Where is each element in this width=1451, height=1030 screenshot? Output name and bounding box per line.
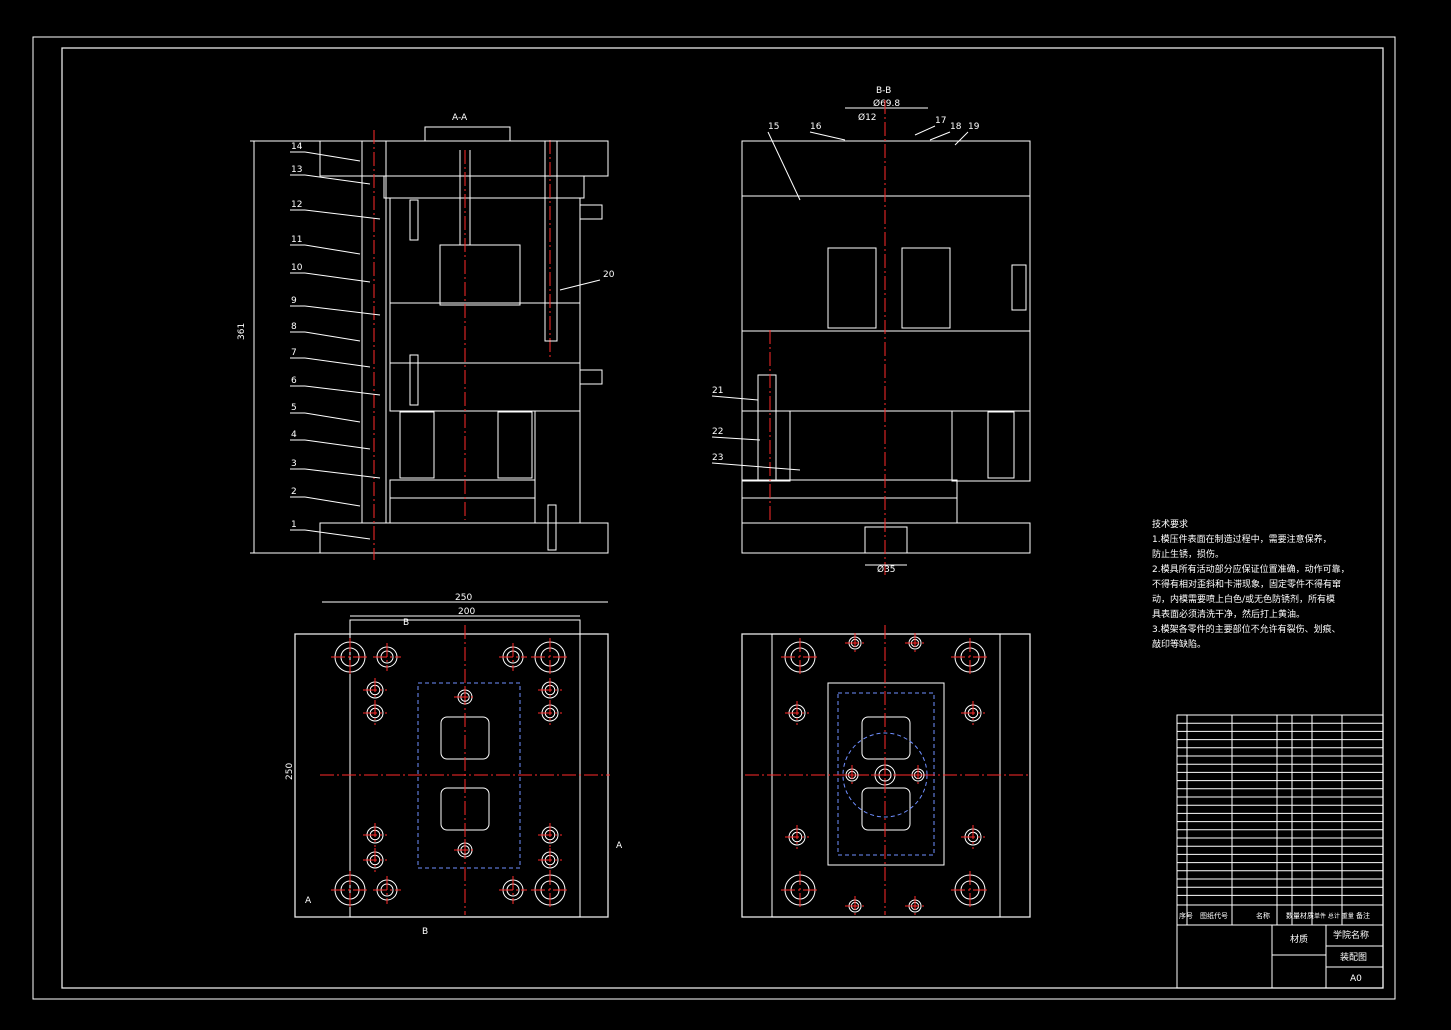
part-label: 22	[712, 427, 723, 437]
cut-label-a-right: A	[616, 841, 623, 851]
part-label: 5	[291, 403, 297, 413]
plan-view-right	[741, 625, 1031, 918]
part-label: 12	[291, 200, 302, 210]
part-label: 2	[291, 487, 297, 497]
part-label: 10	[291, 263, 303, 273]
tb-col-mat: 材质	[1300, 911, 1314, 920]
part-label: 13	[291, 165, 302, 175]
part-label: 1	[291, 520, 297, 530]
dia-top-dimension: Ø69.8	[873, 98, 900, 109]
tb-school-label: 学院名称	[1333, 929, 1369, 941]
section-bb-view: B-B Ø69.8 Ø12 Ø35 15 16 17 18 19 21 22 23	[711, 86, 1031, 575]
plan-view-left: 250 200 250 A A B B	[285, 593, 623, 937]
part-label: 11	[291, 235, 302, 245]
tech-line: 1.模压件表面在制造过程中，需要注意保养，	[1152, 535, 1332, 545]
outer-border	[32, 36, 1396, 1000]
tech-heading: 技术要求	[1152, 520, 1189, 530]
tech-line: 3.模架各零件的主要部位不允许有裂伤、划痕、	[1152, 625, 1341, 635]
tb-col-name: 名称	[1256, 911, 1270, 920]
part-label: 14	[291, 142, 303, 152]
tech-line: 防止生锈，损伤。	[1152, 550, 1225, 560]
section-bb-title: B-B	[876, 86, 891, 96]
width-dimension-200: 200	[458, 607, 475, 617]
part-label: 6	[291, 376, 297, 386]
part-label: 9	[291, 296, 297, 306]
tb-col-code: 图纸代号	[1200, 911, 1228, 920]
inner-border	[61, 47, 1384, 989]
part-label: 3	[291, 459, 297, 469]
tb-sheet-size: A0	[1350, 974, 1362, 984]
part-label: 8	[291, 322, 297, 332]
tb-col-weight: 单件 总计 重量	[1314, 912, 1354, 920]
part-label: 18	[950, 122, 962, 132]
part-label: 17	[935, 116, 946, 126]
tb-drawing-name: 装配图	[1340, 951, 1367, 963]
dia-bottom-dimension: Ø35	[877, 564, 896, 575]
tech-line: 具表面必须清洗干净，然后打上黄油。	[1152, 610, 1306, 620]
tb-col-no: 序号	[1179, 911, 1193, 920]
section-aa-title: A-A	[452, 113, 468, 123]
part-label: 23	[712, 453, 723, 463]
technical-requirements: 技术要求 1.模压件表面在制造过程中，需要注意保养， 防止生锈，损伤。 2.模具…	[1152, 518, 1362, 653]
title-block: 材质 学院名称 装配图 A0 序号 图纸代号 名称 数量 材质 单件 总计 重量…	[1176, 714, 1384, 989]
cut-label-b-top: B	[403, 618, 409, 628]
part-label: 15	[768, 122, 779, 132]
tech-line: 不得有相对歪斜和卡滞现象，固定零件不得有窜	[1152, 580, 1342, 590]
tb-col-qty: 数量	[1286, 911, 1300, 920]
part-label: 4	[291, 430, 297, 440]
part-label: 16	[810, 122, 822, 132]
part-label: 19	[968, 122, 980, 132]
part-label: 20	[603, 270, 615, 280]
cut-label-a-left: A	[305, 896, 312, 906]
part-label: 21	[712, 386, 723, 396]
dia-small-dimension: Ø12	[858, 112, 877, 123]
tb-col-note: 备注	[1356, 911, 1370, 920]
tech-line: 2.模具所有活动部分应保证位置准确，动作可靠，	[1152, 565, 1350, 575]
part-label: 7	[291, 348, 297, 358]
height-dimension: 361	[237, 323, 247, 340]
width-dimension-250: 250	[455, 593, 472, 603]
tech-line: 敲印等缺陷。	[1152, 640, 1207, 650]
height-dimension-250: 250	[285, 763, 295, 780]
cut-label-b-bottom: B	[422, 927, 428, 937]
tech-line: 动，内模需要喷上白色/或无色防锈剂，所有模	[1152, 595, 1336, 605]
tb-material-label: 材质	[1290, 933, 1308, 945]
